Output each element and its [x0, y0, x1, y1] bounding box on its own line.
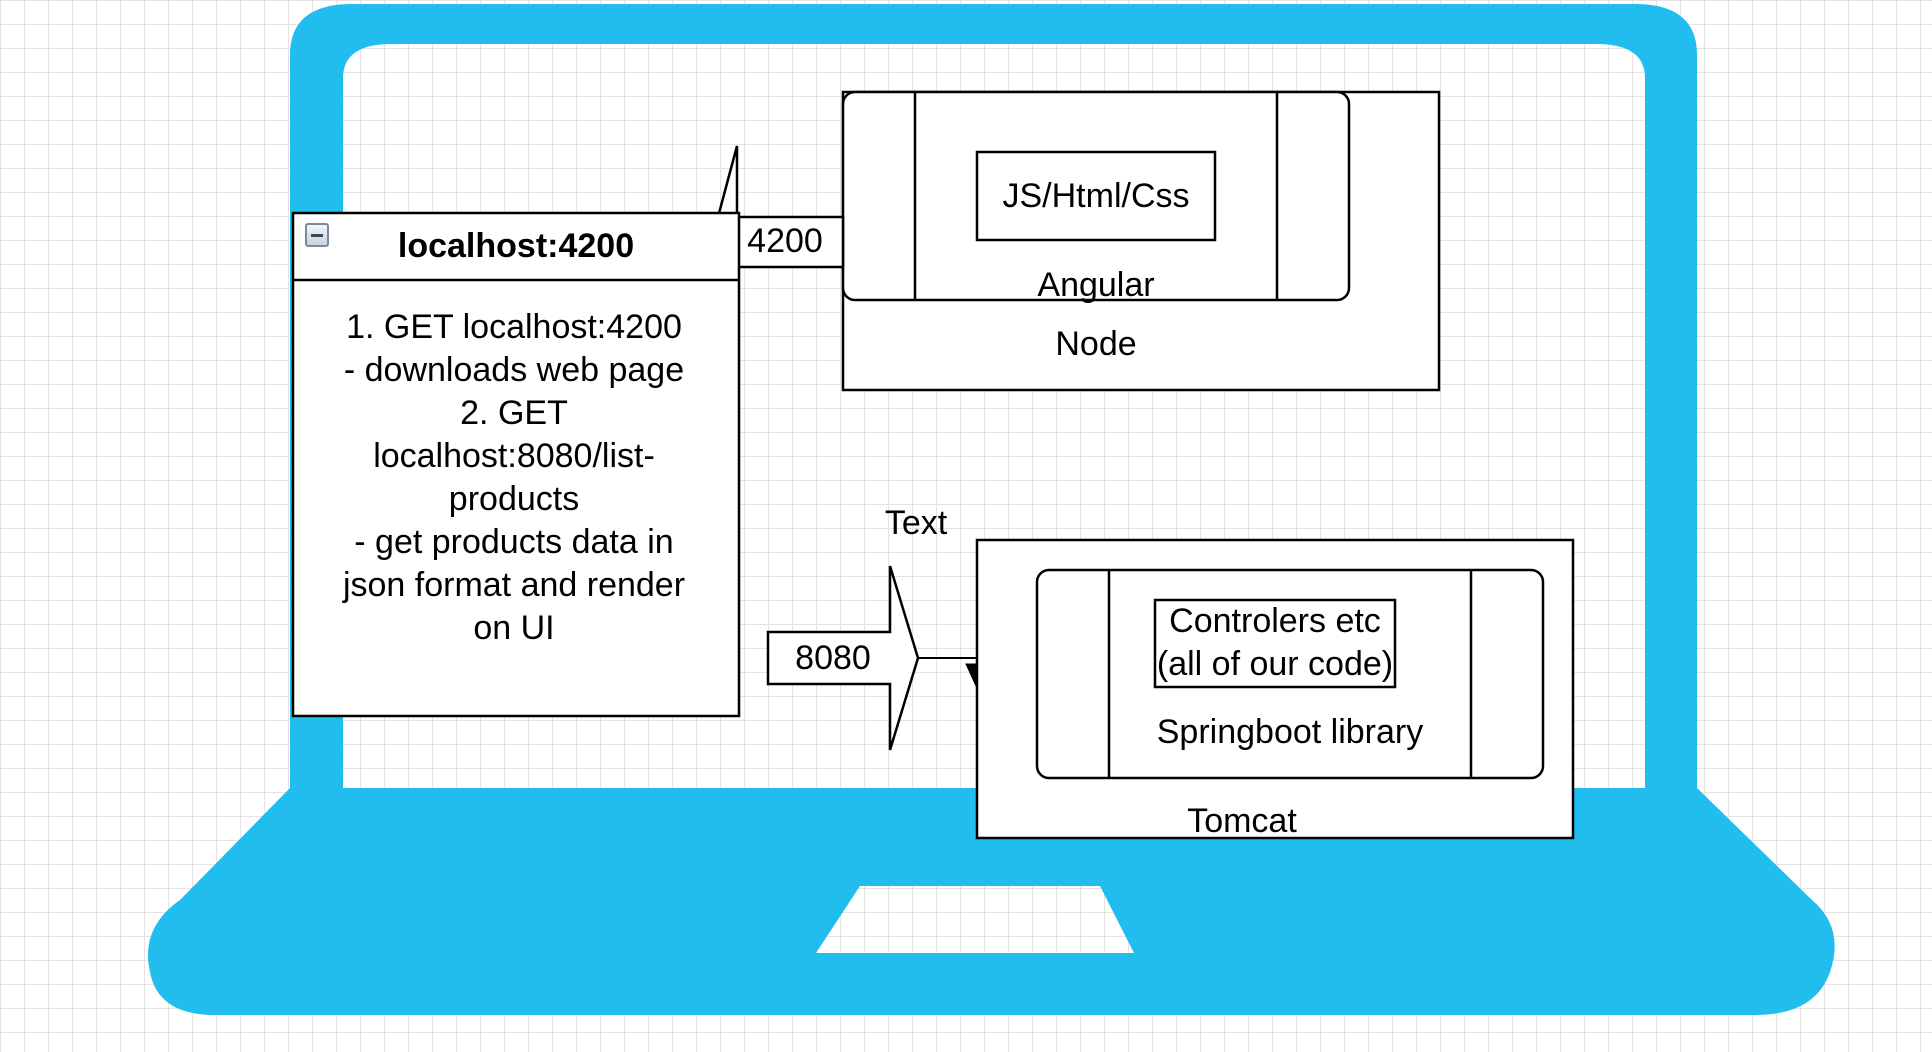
laptop-base	[148, 788, 1835, 1015]
controllers-label-line-1: Controlers etc	[1169, 602, 1381, 640]
tomcat-label: Tomcat	[1187, 802, 1297, 840]
note-line: products	[448, 480, 580, 518]
note-line: 2. GET	[460, 394, 568, 432]
js-html-css-label: JS/Html/Css	[1002, 177, 1190, 215]
note-line: json format and render	[342, 566, 686, 604]
node-label: Node	[1055, 325, 1137, 363]
port-8080-arrow[interactable]	[766, 565, 920, 751]
js-html-css-box[interactable]	[975, 150, 1217, 242]
text-label[interactable]: Text	[884, 504, 948, 542]
port-4200-label: 4200	[747, 222, 823, 260]
springboot-label: Springboot library	[1156, 713, 1424, 751]
controllers-box[interactable]	[1153, 598, 1397, 689]
port-8080-label: 8080	[795, 639, 871, 677]
minus-icon	[311, 234, 323, 237]
note-line: - downloads web page	[343, 351, 685, 389]
note-box[interactable]	[291, 211, 741, 718]
controllers-label-line-2: (all of our code)	[1156, 645, 1394, 683]
note-line: - get products data in	[354, 523, 674, 561]
angular-label: Angular	[1037, 266, 1155, 304]
note-line: 1. GET localhost:4200	[346, 308, 682, 346]
note-title: localhost:4200	[397, 227, 635, 265]
note-line: localhost:8080/list-	[373, 437, 655, 475]
note-line: on UI	[473, 609, 555, 647]
laptop-icon	[148, 4, 1835, 1015]
note-body: 1. GET localhost:4200 - downloads web pa…	[326, 306, 702, 650]
collapse-icon[interactable]	[305, 223, 329, 247]
